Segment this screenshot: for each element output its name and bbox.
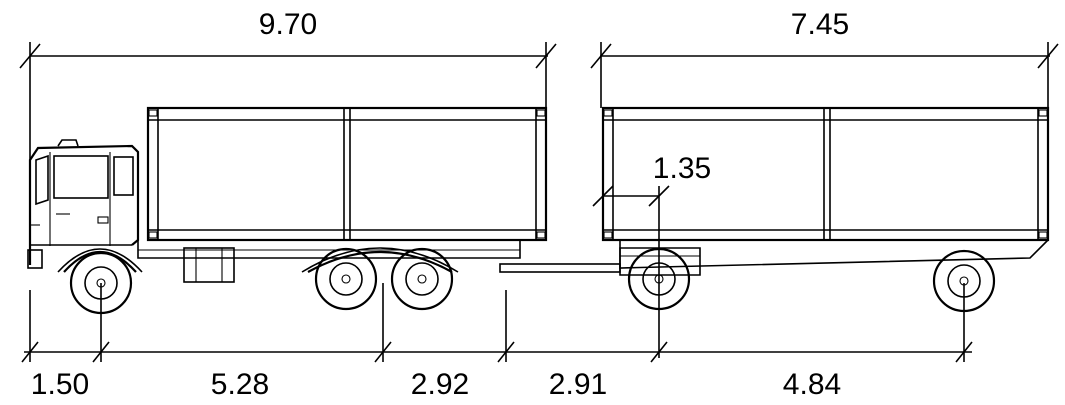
- label-drawbar-offset: 1.35: [653, 152, 711, 185]
- dimension-drawbar-offset: 1.35: [592, 152, 711, 358]
- label-trailer-wheelbase: 4.84: [783, 368, 841, 401]
- truck-rear-wheel-2: [390, 247, 454, 311]
- label-rear-overhang: 2.92: [411, 368, 469, 401]
- dimension-truck-length: 9.70: [19, 8, 557, 250]
- truck-chassis: [137, 240, 621, 283]
- label-truck-length: 9.70: [259, 8, 317, 41]
- dimension-trailer-length: 7.45: [590, 8, 1059, 108]
- label-truck-wheelbase: 5.28: [211, 368, 269, 401]
- label-front-overhang: 1.50: [31, 368, 89, 401]
- truck-cab: [27, 139, 140, 269]
- label-coupling-to-front-axle: 2.91: [549, 368, 607, 401]
- trailer-chassis: [619, 239, 1049, 276]
- trailer-cargo-box: [601, 106, 1050, 242]
- label-trailer-length: 7.45: [791, 8, 849, 41]
- dimension-bottom-chain: 1.50 5.28 2.92 2.91 4.84: [21, 283, 973, 401]
- truck-rear-wheel-1: [314, 247, 378, 311]
- truck-cargo-box: [146, 106, 548, 242]
